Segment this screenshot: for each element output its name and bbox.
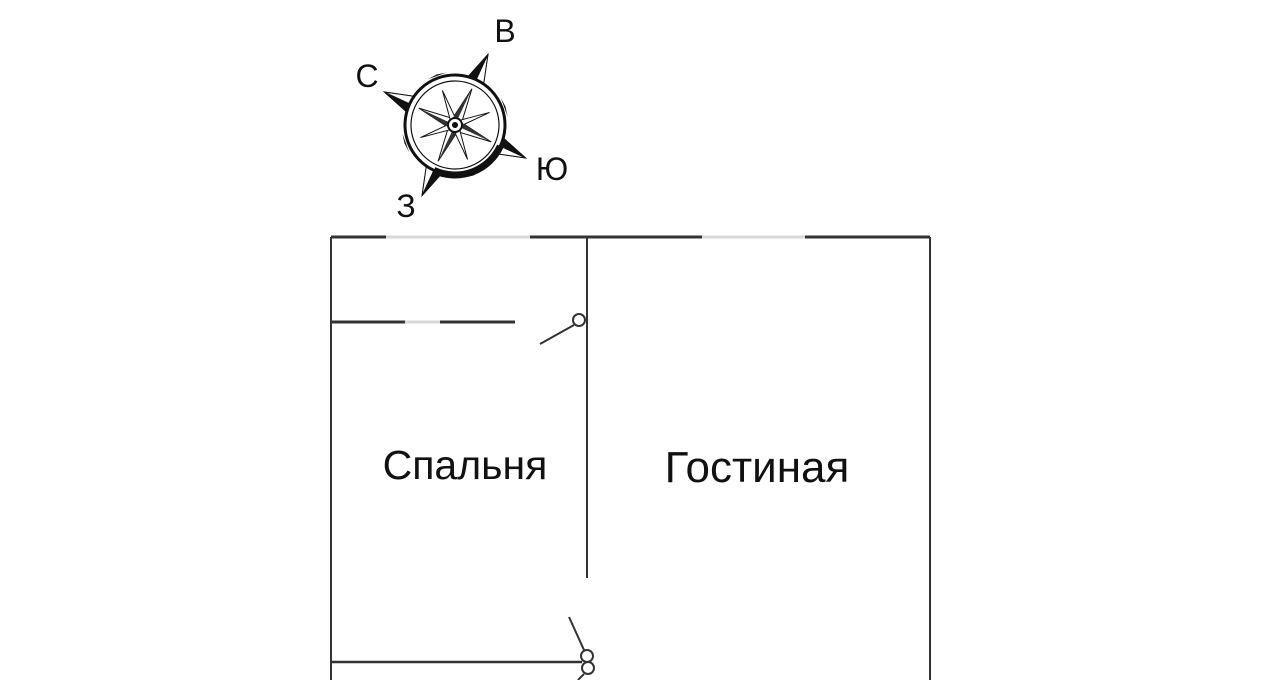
compass-rose-icon: С В Ю З: [355, 13, 568, 224]
windows: [386, 235, 805, 324]
doors: [539, 313, 595, 680]
door-leaf: [568, 616, 585, 651]
room-label-living-room: Гостиная: [665, 443, 850, 492]
door-hinge-icon: [580, 649, 594, 663]
walls: [330, 235, 931, 680]
compass-south-label: Ю: [536, 151, 568, 187]
door-hinge-icon: [581, 661, 595, 675]
compass-north-label: С: [355, 58, 378, 94]
door-leaf: [539, 324, 575, 345]
door-hinge-icon: [572, 313, 586, 327]
door-leaf: [577, 673, 585, 680]
room-label-bedroom: Спальня: [383, 442, 548, 488]
compass-east-label: В: [494, 13, 515, 49]
compass-west-label: З: [396, 188, 415, 224]
